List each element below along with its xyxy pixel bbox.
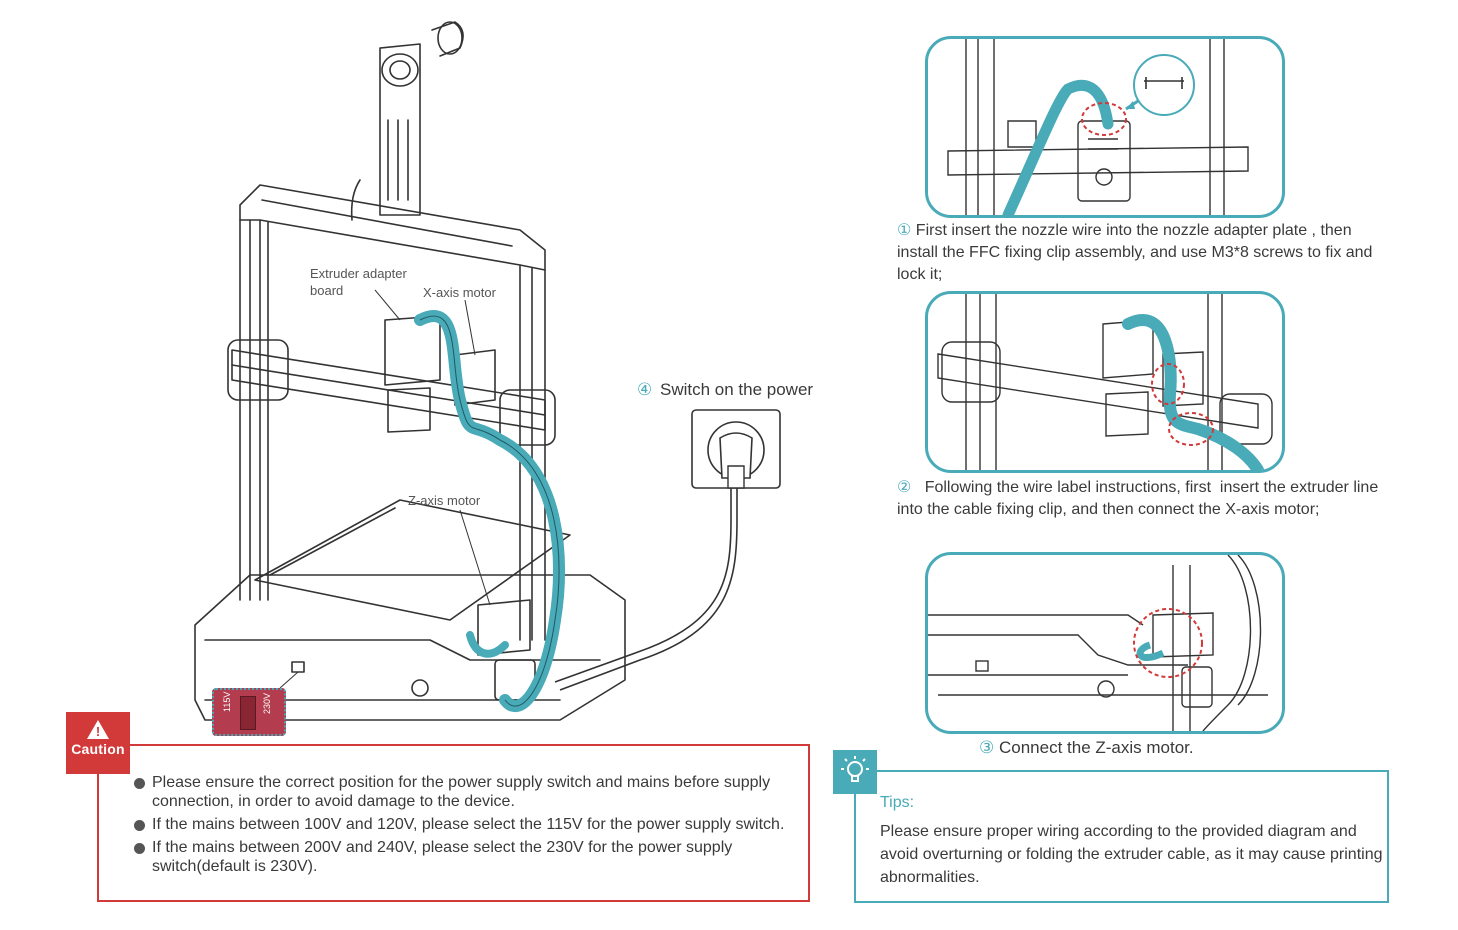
step4-caption: ④ Switch on the power xyxy=(637,380,813,400)
lightbulb-icon xyxy=(833,750,877,794)
step3-number: ③ xyxy=(979,738,995,757)
switch-knob xyxy=(240,696,256,730)
caution-item: If the mains between 200V and 240V, plea… xyxy=(133,838,805,876)
caution-item: If the mains between 100V and 120V, plea… xyxy=(133,815,805,834)
step2-number: ② xyxy=(897,479,912,496)
caution-badge: ! Caution xyxy=(66,712,130,774)
step2-caption: ② Following the wire label instructions,… xyxy=(897,477,1387,521)
step1-text: First insert the nozzle wire into the no… xyxy=(897,222,1373,283)
extruder-adapter-label: Extruder adapter board xyxy=(310,266,407,298)
warning-icon xyxy=(87,720,109,739)
exclamation-mark: ! xyxy=(95,724,101,739)
switch-115-label: 115V xyxy=(222,691,232,712)
step1-panel xyxy=(925,36,1285,218)
switch-230-label: 230V xyxy=(262,692,272,714)
tips-box xyxy=(854,770,1389,903)
step3-caption: ③ Connect the Z-axis motor. xyxy=(979,737,1194,759)
step2-text: Following the wire label instructions, f… xyxy=(897,479,1383,518)
caution-box xyxy=(97,744,810,902)
tips-title: Tips: xyxy=(880,794,915,811)
step1-caption: ① First insert the nozzle wire into the … xyxy=(897,220,1387,286)
caution-label: Caution xyxy=(71,741,125,757)
power-socket-illustration xyxy=(691,409,781,489)
z-axis-motor-label: Z-axis motor xyxy=(408,493,481,508)
step1-number: ① xyxy=(897,222,912,239)
step4-text: Switch on the power xyxy=(659,380,814,399)
step2-panel xyxy=(925,291,1285,473)
x-axis-motor-label: X-axis motor xyxy=(423,285,496,300)
step3-text: Connect the Z-axis motor. xyxy=(998,738,1194,757)
printer-illustration xyxy=(194,21,738,721)
step4-number: ④ xyxy=(637,380,653,399)
step3-panel xyxy=(925,552,1285,734)
caution-item: Please ensure the correct position for t… xyxy=(133,773,805,811)
step1-illustration xyxy=(947,39,1249,215)
caution-list: Please ensure the correct position for t… xyxy=(133,773,805,880)
tips-body: Please ensure proper wiring according to… xyxy=(880,823,1383,886)
step2-illustration xyxy=(937,294,1273,470)
step3-illustration xyxy=(928,555,1268,731)
voltage-switch-callout: 115V 230V xyxy=(212,688,286,736)
